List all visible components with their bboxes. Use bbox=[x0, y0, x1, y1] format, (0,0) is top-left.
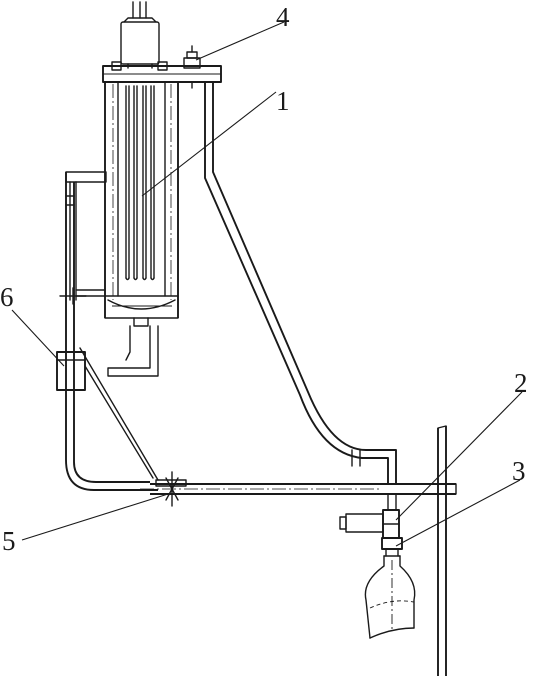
column-outlet-spout bbox=[107, 325, 159, 377]
label-6: 6 bbox=[0, 282, 14, 312]
collection-bottle bbox=[364, 555, 416, 639]
leader-4 bbox=[195, 21, 285, 61]
leader-lines bbox=[11, 21, 523, 547]
bolt-part-4 bbox=[183, 45, 201, 89]
column-flange bbox=[102, 61, 222, 83]
delivery-tube bbox=[204, 82, 397, 484]
label-3: 3 bbox=[512, 456, 526, 486]
fitting-part-3 bbox=[381, 537, 403, 557]
column-top-cap bbox=[120, 1, 160, 69]
clamp-block-part-6 bbox=[56, 347, 159, 481]
leader-2 bbox=[395, 391, 523, 521]
support-rod bbox=[65, 172, 158, 491]
label-4: 4 bbox=[276, 2, 290, 32]
label-1: 1 bbox=[276, 86, 290, 116]
leader-5 bbox=[21, 493, 169, 541]
leader-1 bbox=[141, 91, 277, 197]
leader-3 bbox=[395, 479, 521, 547]
stand-plate bbox=[437, 425, 447, 676]
valve-part-2 bbox=[339, 493, 400, 539]
label-2: 2 bbox=[514, 368, 528, 398]
label-5: 5 bbox=[2, 526, 16, 556]
leader-6 bbox=[11, 309, 65, 367]
base-rail-part-5 bbox=[140, 471, 457, 507]
column-body-part-1 bbox=[104, 81, 179, 327]
